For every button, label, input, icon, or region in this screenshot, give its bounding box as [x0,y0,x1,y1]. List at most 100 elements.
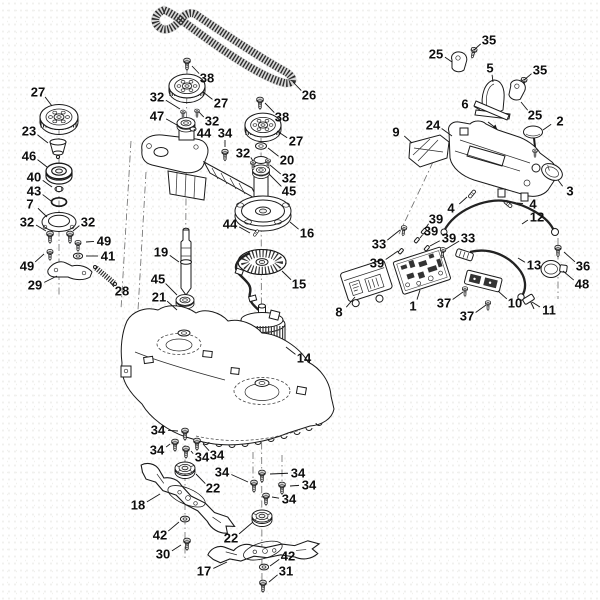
callout-leader-36 [563,251,576,263]
callout-label-16: 16 [300,226,314,241]
callout-leader-13 [517,257,526,263]
lever-29 [47,261,93,281]
callout-leader-42 [167,521,180,532]
screw-31 [259,579,267,593]
callout-leader-1 [416,289,421,300]
callout-label-25: 25 [528,108,542,123]
drive-belt-26-drawing [151,5,297,88]
callout-leader-27 [44,96,53,107]
callout-label-5: 5 [486,61,493,76]
washer-42-left [179,515,191,523]
callout-leader-42 [269,559,280,567]
callout-leader-38 [264,102,275,113]
callout-label-34: 34 [282,492,297,507]
callout-leader-45 [165,283,178,296]
callout-label-44: 44 [197,126,212,141]
gearbox-arm-drawing [141,57,260,202]
housing-group-drawing [408,46,563,209]
button-2 [523,125,543,158]
callout-label-35: 35 [482,33,496,48]
callout-leader-46 [37,159,48,168]
callout-label-18: 18 [131,498,145,513]
module-8 [340,259,393,308]
callout-label-4: 4 [447,201,455,216]
callout-leader-22 [238,521,254,535]
callout-label-47: 47 [150,109,164,124]
callout-label-32: 32 [20,215,34,230]
callout-leader-15 [281,270,292,281]
callout-label-46: 46 [22,149,36,164]
callout-leader-34 [271,496,280,499]
knob-48 [540,260,568,278]
electronics-drawing [340,199,568,311]
callout-leader-27 [202,91,213,100]
callout-leader-47 [165,118,178,126]
callout-leader-16 [289,221,299,230]
callout-label-15: 15 [292,277,306,292]
callout-leader-37 [452,291,464,300]
callout-label-39: 39 [442,231,456,246]
right-spindle-drawing [234,96,292,238]
left-stack-drawing [40,105,117,286]
callout-leader-40 [42,180,53,188]
rod-6 [473,100,510,130]
callout-leader-39 [429,240,440,247]
callout-label-34: 34 [218,126,233,141]
callout-label-38: 38 [275,110,289,125]
callout-leader-48 [562,270,575,281]
callout-leader-5 [491,74,494,83]
callout-label-42: 42 [281,549,295,564]
deck-serrations [202,422,323,448]
callout-leader-25 [520,101,529,111]
callout-label-26: 26 [302,88,316,103]
clips-39 [397,228,430,255]
callout-label-8: 8 [335,305,342,320]
nut-20 [255,142,267,150]
clamp-25-right [508,79,526,101]
cover-3 [541,163,563,181]
callout-label-39: 39 [370,256,384,271]
callout-leader-35 [473,43,481,51]
callout-leader-27 [276,130,288,139]
callout-leader-25 [444,56,453,63]
callout-leader-11 [531,301,541,308]
callout-label-32: 32 [205,114,219,129]
callout-label-28: 28 [115,284,129,299]
callout-leader-18 [146,493,161,503]
callout-label-14: 14 [297,351,312,366]
callout-label-33: 33 [461,231,475,246]
plate-7 [41,212,77,232]
callout-label-32: 32 [236,146,250,161]
callout-leader-49 [85,240,95,243]
callout-label-32: 32 [150,90,164,105]
callout-label-3: 3 [566,184,573,199]
callout-label-37: 37 [437,296,451,311]
callout-label-6: 6 [461,97,468,112]
blade-mount-22-left [174,461,196,479]
center-shaft-drawing [175,227,195,318]
callout-leader-34 [202,443,210,451]
callout-leader-9 [403,135,413,144]
callout-label-4: 4 [529,197,537,212]
washer-42-right [258,563,270,571]
callout-label-32: 32 [282,171,296,186]
cable-12 [442,199,556,232]
callout-leader-43 [42,194,52,202]
cable-13 [469,249,527,297]
callout-leader-34 [167,429,179,432]
washer-44 [189,126,197,132]
callout-leader-21 [166,300,178,311]
o-ring-43 [50,196,68,208]
callout-label-39: 39 [429,212,443,227]
callout-leader-19 [169,255,180,263]
callout-leader-34 [231,474,249,483]
callout-leader-32 [35,224,47,232]
callout-leader-2 [542,123,552,131]
callout-label-22: 22 [206,481,220,496]
housing-24 [448,120,557,202]
callout-leader-39 [385,250,399,260]
callout-leader-38 [191,65,200,74]
callout-leader-3 [557,179,563,187]
